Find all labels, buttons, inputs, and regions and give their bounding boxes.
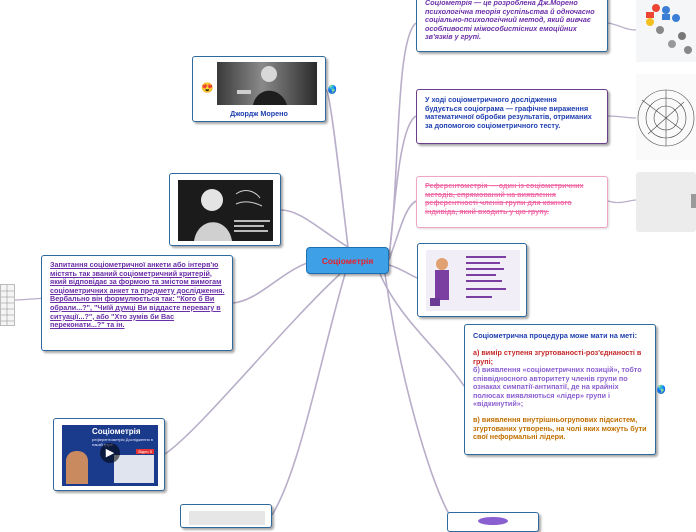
globe-icon[interactable]: 🌎 [328, 86, 337, 94]
questionnaire-node[interactable]: Запитання соціометричної анкети або інте… [41, 255, 233, 351]
sociogram-node[interactable]: У ході соціометричного дослідження будує… [416, 89, 608, 144]
branch-questionnaire [232, 261, 311, 304]
scientist-photo [178, 180, 273, 241]
sociogram-image [636, 74, 696, 160]
branch-video [164, 273, 341, 455]
procedure-item-a: а) вимір ступеня згуртованості-роз'єднан… [473, 348, 642, 366]
branch-photo [280, 209, 349, 248]
sociogram-text: У ході соціометричного дослідження будує… [425, 95, 592, 130]
branch-moreno [325, 89, 349, 248]
reference-text: Референтометрія — один із соціометричних… [425, 181, 584, 216]
branch-sociogram [388, 115, 417, 259]
photo-node[interactable] [169, 173, 281, 246]
procedure-node[interactable]: Соціометрична процедура може мати на мет… [464, 324, 656, 455]
video-title: Соціометрія [92, 427, 141, 436]
woman-image-node[interactable] [417, 243, 527, 317]
definition-text: Соціометрія — це розроблена Дж.Морено пс… [425, 0, 595, 42]
branch-reference [388, 200, 417, 261]
bottom-node[interactable] [180, 504, 272, 528]
procedure-title: Соціометрична процедура може мати на мет… [473, 331, 637, 340]
branch-bottom [271, 273, 346, 516]
branch-bottom-right [384, 273, 451, 517]
moreno-photo [217, 62, 317, 105]
definition-node[interactable]: Соціометрія — це розроблена Дж.Морено пс… [416, 0, 608, 52]
video-badge: Відео 5 [136, 449, 154, 454]
group-people-image [636, 0, 696, 62]
video-subtitle: референтометрія Дослідження в нашій груп… [92, 437, 153, 447]
video-thumbnail[interactable]: Соціометрія референтометрія Дослідження … [62, 425, 158, 486]
heart-eyes-emoji: 😍 [201, 83, 214, 94]
central-topic[interactable]: Соціометрія [306, 247, 389, 274]
moreno-node[interactable]: 😍 Джордж Морено [192, 56, 326, 122]
woman-illustration [426, 250, 520, 311]
globe-icon[interactable]: 🌎 [657, 386, 666, 394]
branch-image [388, 264, 418, 279]
bottom-right-node[interactable] [447, 512, 539, 532]
questionnaire-text: Запитання соціометричної анкети або інте… [50, 260, 225, 330]
moreno-caption: Джордж Морено [230, 109, 288, 118]
procedure-item-c: в) виявлення внутрішньогрупових підсисте… [473, 415, 647, 442]
table-thumbnail [0, 284, 15, 326]
reference-image-placeholder [636, 172, 696, 232]
video-node[interactable]: Соціометрія референтометрія Дослідження … [53, 418, 165, 491]
procedure-item-b: б) виявлення «соціометричних позицій», т… [473, 365, 642, 409]
play-icon[interactable]: ▶ [100, 443, 120, 463]
reference-node[interactable]: Референтометрія — один із соціометричних… [416, 176, 608, 228]
